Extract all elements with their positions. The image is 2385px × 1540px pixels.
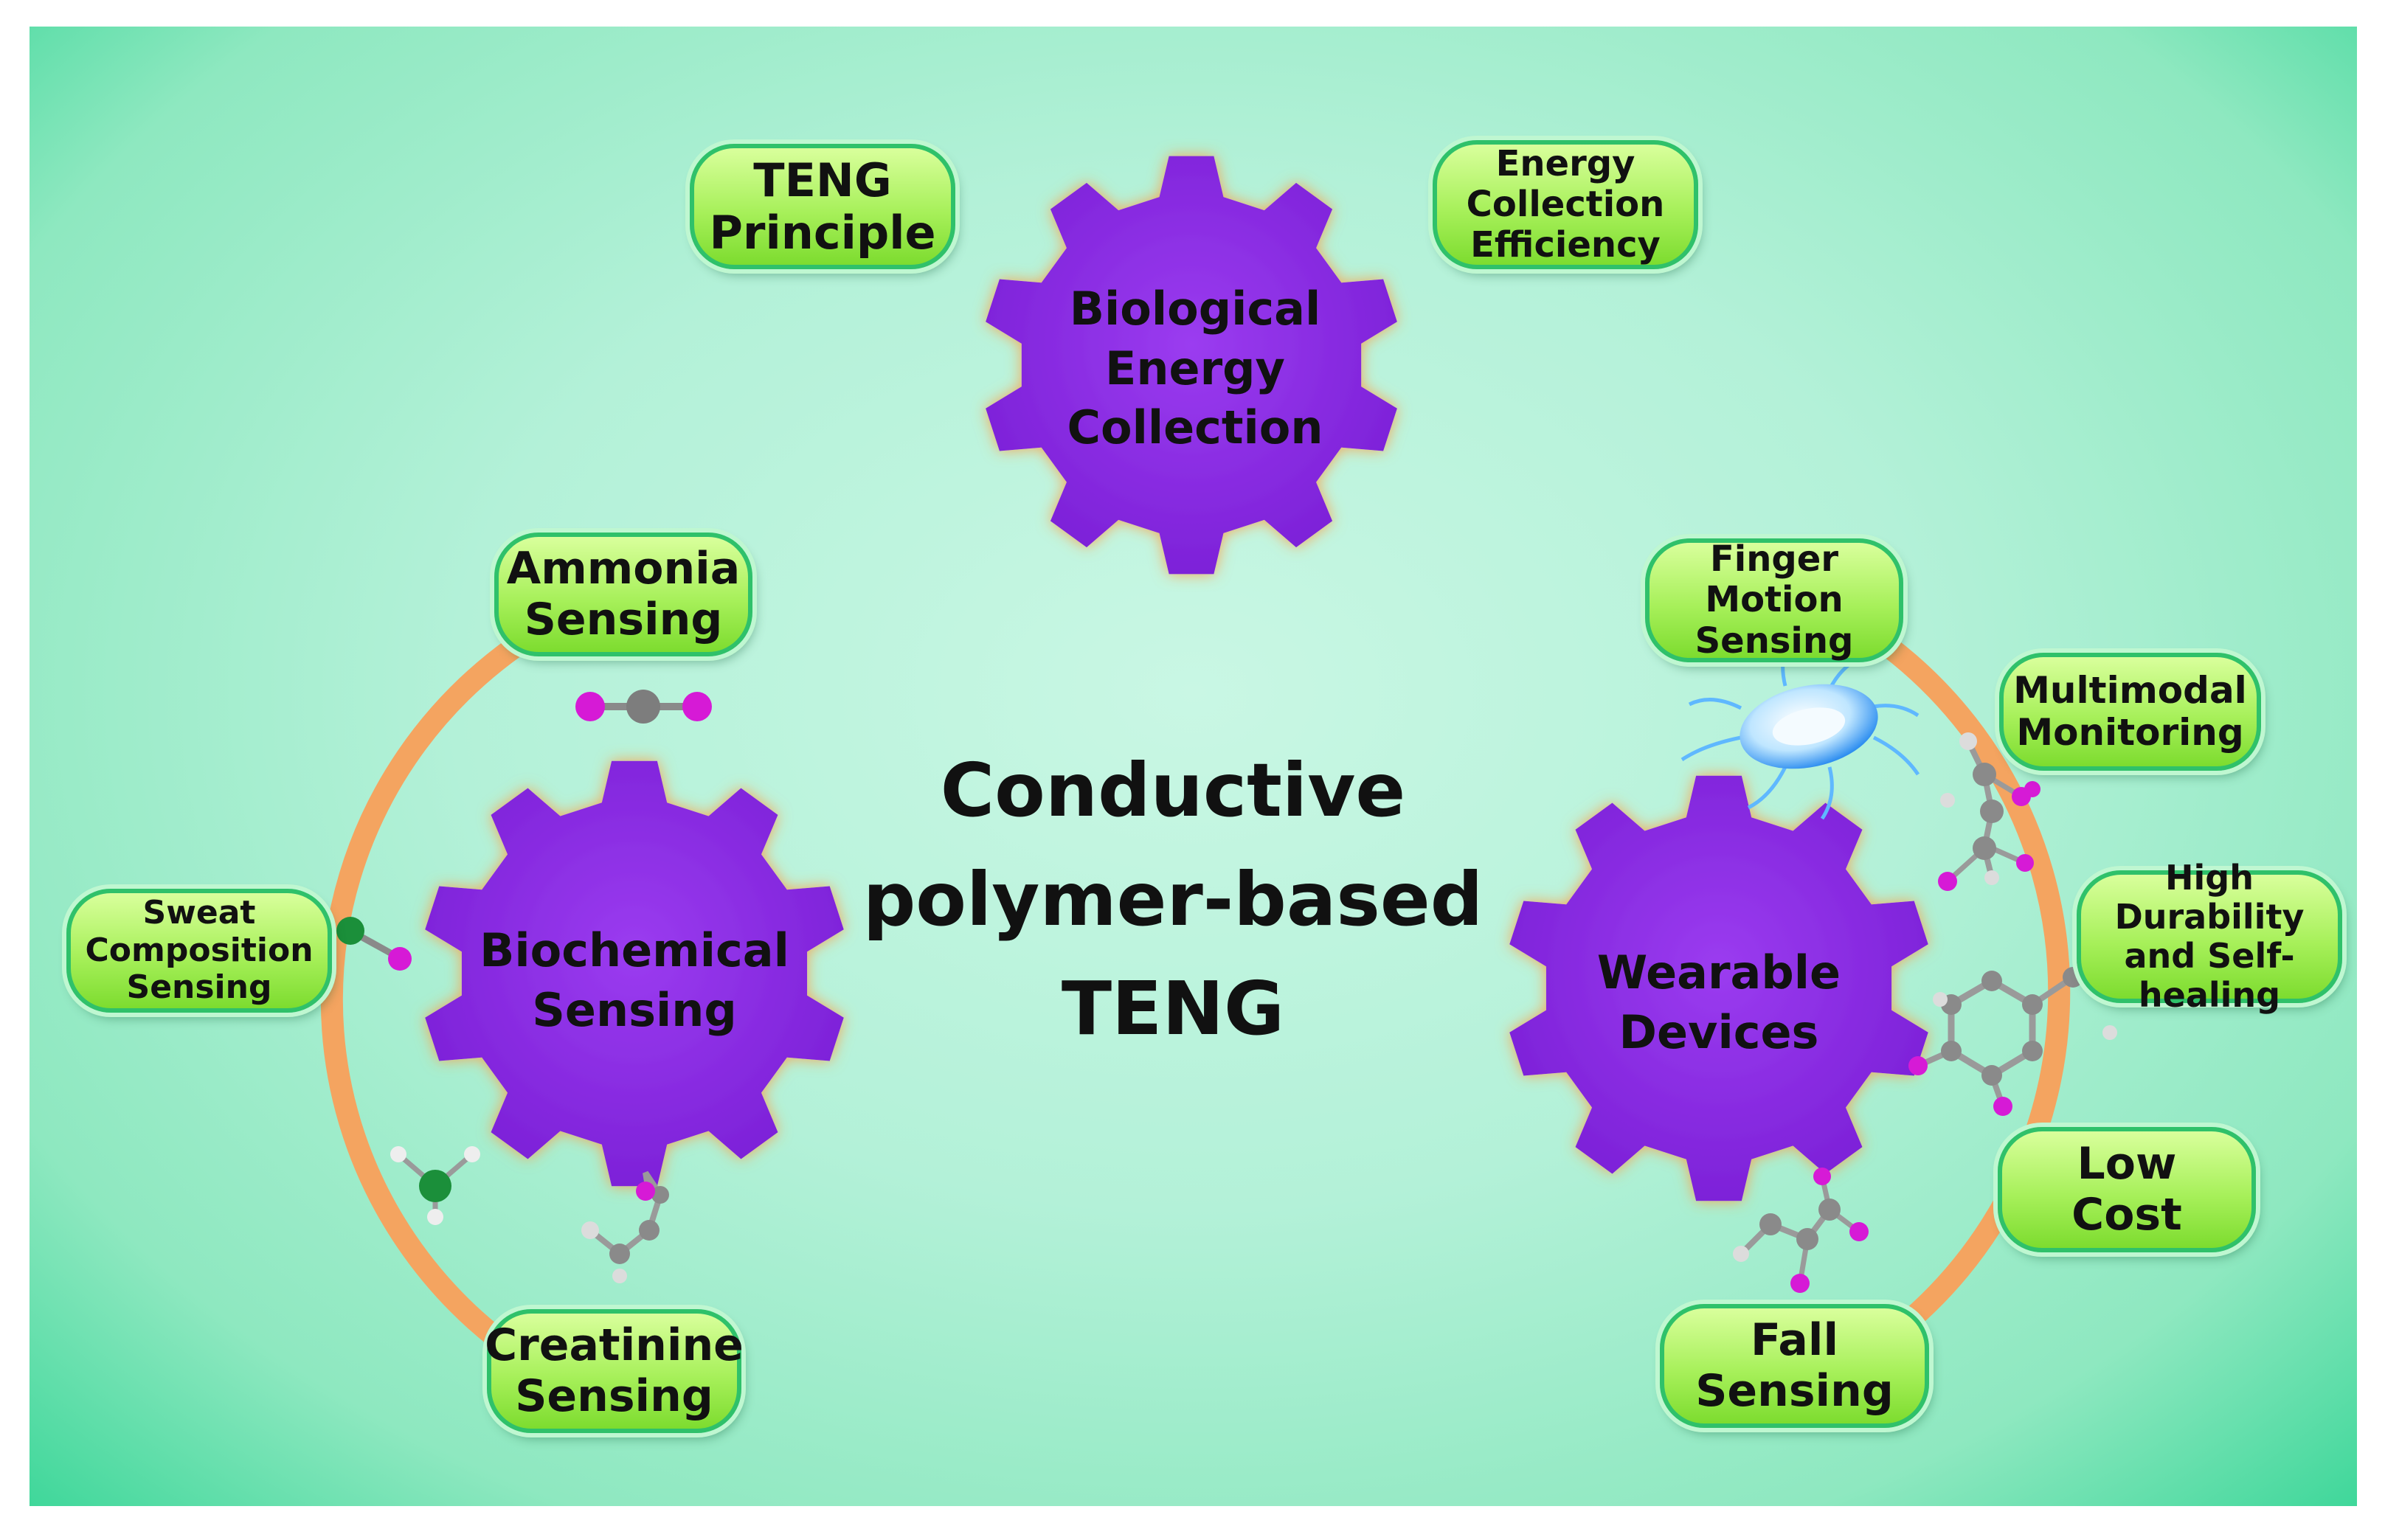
wearable-ring-arc <box>1796 586 2071 1398</box>
pill-teng-principle: TENG Principle <box>690 144 955 269</box>
pill-multimodal-monitoring: Multimodal Monitoring <box>1999 653 2261 771</box>
gear-wearable-devices <box>1509 775 1928 1201</box>
pill-fall-sensing: Fall Sensing <box>1660 1304 1929 1428</box>
pill-creatinine-sensing: Creatinine Sensing <box>485 1309 744 1433</box>
gear-biochemical-sensing <box>425 760 844 1187</box>
gear-label-biochemical-sensing: Biochemical Sensing <box>480 923 789 1037</box>
pill-high-durability-self-healing: High Durability and Self- healing <box>2077 859 2342 1014</box>
biochemical-ring-arc <box>320 586 616 1412</box>
molecule-icon-benzene <box>1908 935 2117 1116</box>
gear-label-biological-energy: Biological Energy Collection <box>1067 282 1323 455</box>
molecule-icon-acid <box>1733 1168 1869 1293</box>
molecule-icon-co2 <box>575 690 712 724</box>
pill-ammonia-sensing: Ammonia Sensing <box>494 533 752 656</box>
gear-biological-energy <box>986 156 1397 575</box>
pill-energy-collection-efficiency: Energy Collection Efficiency <box>1433 140 1698 269</box>
molecule-icon-chain <box>1938 732 2040 891</box>
pill-sweat-composition-sensing: Sweat Composition Sensing <box>66 889 332 1013</box>
pill-low-cost: Low Cost <box>1998 1127 2256 1252</box>
molecule-icon-diatomic <box>336 917 412 971</box>
molecule-icon-organic-small <box>581 1170 669 1283</box>
center-title: Conductive polymer-based TENG <box>862 747 1484 1052</box>
gear-label-wearable-devices: Wearable Devices <box>1596 946 1841 1059</box>
pill-finger-motion-sensing: Finger Motion Sensing <box>1645 538 1903 662</box>
molecule-icon-ammonia <box>390 1146 480 1225</box>
